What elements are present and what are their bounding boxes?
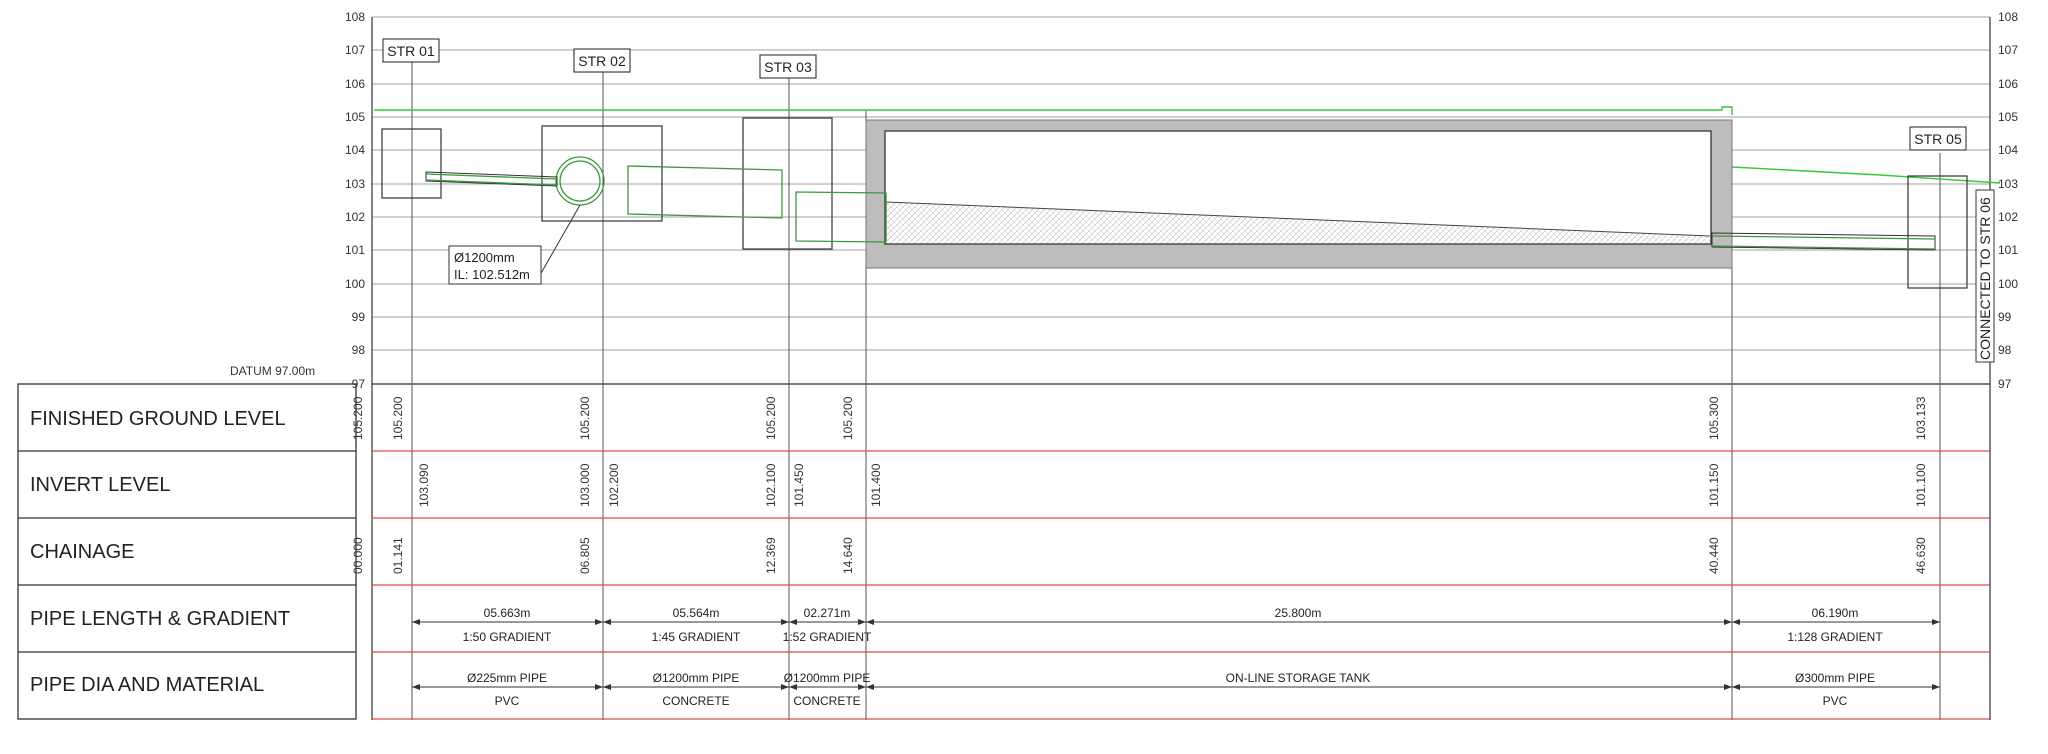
pipe-length: 02.271m — [804, 606, 851, 620]
level-tick-right: 100 — [1998, 277, 2018, 291]
structure-str05: STR 05 — [1907, 126, 1968, 289]
storage-tank — [865, 119, 1733, 269]
chainage-value: 14.640 — [841, 537, 855, 574]
level-tick-right: 103 — [1998, 177, 2018, 191]
pipes — [425, 165, 1936, 251]
finished-ground-line — [374, 106, 2001, 184]
level-tick-left: 106 — [345, 77, 365, 91]
il-value: 101.150 — [1707, 463, 1721, 507]
pipe-gradient: 1:52 GRADIENT — [783, 630, 872, 644]
pipe-diameter: Ø225mm PIPE — [467, 671, 547, 685]
structure-str01: STR 01 — [381, 38, 442, 199]
structure-label: STR 03 — [764, 59, 812, 75]
pipe-gradient: 1:50 GRADIENT — [463, 630, 552, 644]
pipe-diameter: Ø1200mm PIPE — [784, 671, 871, 685]
chainage-value: 40.440 — [1707, 537, 1721, 574]
level-tick-right: 97 — [1998, 377, 2012, 391]
level-tick-left: 107 — [345, 43, 365, 57]
row-label-invert-level: INVERT LEVEL — [30, 473, 171, 496]
row-label-chainage: CHAINAGE — [30, 540, 135, 563]
callout-invert: IL: 102.512m — [454, 267, 530, 282]
pipe-material: PVC — [495, 694, 520, 708]
level-tick-labels: 108 107 106 105 104 103 102 101 100 99 9… — [345, 10, 2018, 391]
level-tick-left: 108 — [345, 10, 365, 24]
connection-label: CONNECTED TO STR 06 — [1975, 189, 1995, 363]
fgl-value: 105.200 — [764, 396, 778, 440]
dimension-lines — [412, 621, 1940, 688]
il-value: 101.100 — [1914, 463, 1928, 507]
data-table — [17, 383, 1990, 720]
structure-label: STR 02 — [578, 53, 626, 69]
pipe-length: 05.564m — [673, 606, 720, 620]
il-value: 101.400 — [869, 463, 883, 507]
fgl-value: 105.300 — [1707, 396, 1721, 440]
level-tick-right: 102 — [1998, 210, 2018, 224]
level-tick-left: 103 — [345, 177, 365, 191]
fgl-value: 105.200 — [578, 396, 592, 440]
il-value: 103.000 — [578, 463, 592, 507]
pipe-diameter: Ø300mm PIPE — [1795, 671, 1875, 685]
pipe-diameter: Ø1200mm PIPE — [653, 671, 740, 685]
level-tick-right: 104 — [1998, 143, 2018, 157]
level-tick-right: 101 — [1998, 243, 2018, 257]
pipe-gradient: 1:128 GRADIENT — [1787, 630, 1883, 644]
fgl-value: 105.200 — [391, 396, 405, 440]
level-tick-left: 104 — [345, 143, 365, 157]
level-tick-right: 108 — [1998, 10, 2018, 24]
pipe-material: PVC — [1823, 694, 1848, 708]
level-tick-right: 105 — [1998, 110, 2018, 124]
pipe-length: 06.190m — [1812, 606, 1859, 620]
pipe-length-gradient: 05.663m 05.564m 02.271m 25.800m 06.190m … — [463, 606, 1884, 644]
pipe-length: 25.800m — [1275, 606, 1322, 620]
structure-str02: STR 02 — [541, 48, 663, 222]
pipe-material: CONCRETE — [662, 694, 729, 708]
pipe-dia-material: Ø225mm PIPE Ø1200mm PIPE Ø1200mm PIPE ON… — [467, 671, 1875, 708]
chainage-value: 12.369 — [764, 537, 778, 574]
finished-ground-values: 105.200 105.200 105.200 105.200 105.200 … — [351, 396, 1928, 440]
row-label-finished-ground-level: FINISHED GROUND LEVEL — [30, 407, 286, 430]
il-value: 102.200 — [607, 463, 621, 507]
level-tick-left: 98 — [352, 343, 366, 357]
level-tick-right: 99 — [1998, 310, 2012, 324]
invert-level-values: 103.090 103.000 102.200 102.100 101.450 … — [417, 463, 1928, 507]
dimension-arrows — [412, 619, 1940, 690]
level-tick-left: 105 — [345, 110, 365, 124]
il-value: 101.450 — [792, 463, 806, 507]
chainage-value: 46.630 — [1914, 537, 1928, 574]
chainage-value: 06.805 — [578, 537, 592, 574]
level-tick-left: 100 — [345, 277, 365, 291]
level-tick-right: 107 — [1998, 43, 2018, 57]
chainage-values: 00.000 01.141 06.805 12.369 14.640 40.44… — [351, 537, 1928, 574]
fgl-value: 103.133 — [1914, 396, 1928, 440]
callout-diameter: Ø1200mm — [454, 250, 515, 265]
fgl-value: 105.200 — [841, 396, 855, 440]
datum-label: DATUM 97.00m — [230, 364, 315, 378]
il-value: 102.100 — [764, 463, 778, 507]
structure-label: STR 01 — [387, 43, 435, 59]
il-value: 103.090 — [417, 463, 431, 507]
row-label-pipe-dia-material: PIPE DIA AND MATERIAL — [30, 673, 265, 696]
pipe-callout: Ø1200mm IL: 102.512m — [448, 204, 581, 285]
level-tick-left: 102 — [345, 210, 365, 224]
level-tick-right: 106 — [1998, 77, 2018, 91]
pipe-gradient: 1:45 GRADIENT — [652, 630, 741, 644]
pipe-diameter: ON-LINE STORAGE TANK — [1226, 671, 1371, 685]
level-tick-left: 97 — [352, 377, 366, 391]
pipe-length: 05.663m — [484, 606, 531, 620]
connection-label-text: CONNECTED TO STR 06 — [1977, 197, 1993, 360]
level-tick-left: 99 — [352, 310, 366, 324]
row-label-pipe-length-gradient: PIPE LENGTH & GRADIENT — [30, 607, 291, 630]
chainage-value: 01.141 — [391, 537, 405, 574]
pipe-material: CONCRETE — [793, 694, 860, 708]
fgl-value: 105.200 — [351, 396, 365, 440]
level-tick-left: 101 — [345, 243, 365, 257]
level-tick-right: 98 — [1998, 343, 2012, 357]
structure-label: STR 05 — [1914, 131, 1962, 147]
structure-str03: STR 03 — [742, 54, 833, 250]
chainage-value: 00.000 — [351, 537, 365, 574]
